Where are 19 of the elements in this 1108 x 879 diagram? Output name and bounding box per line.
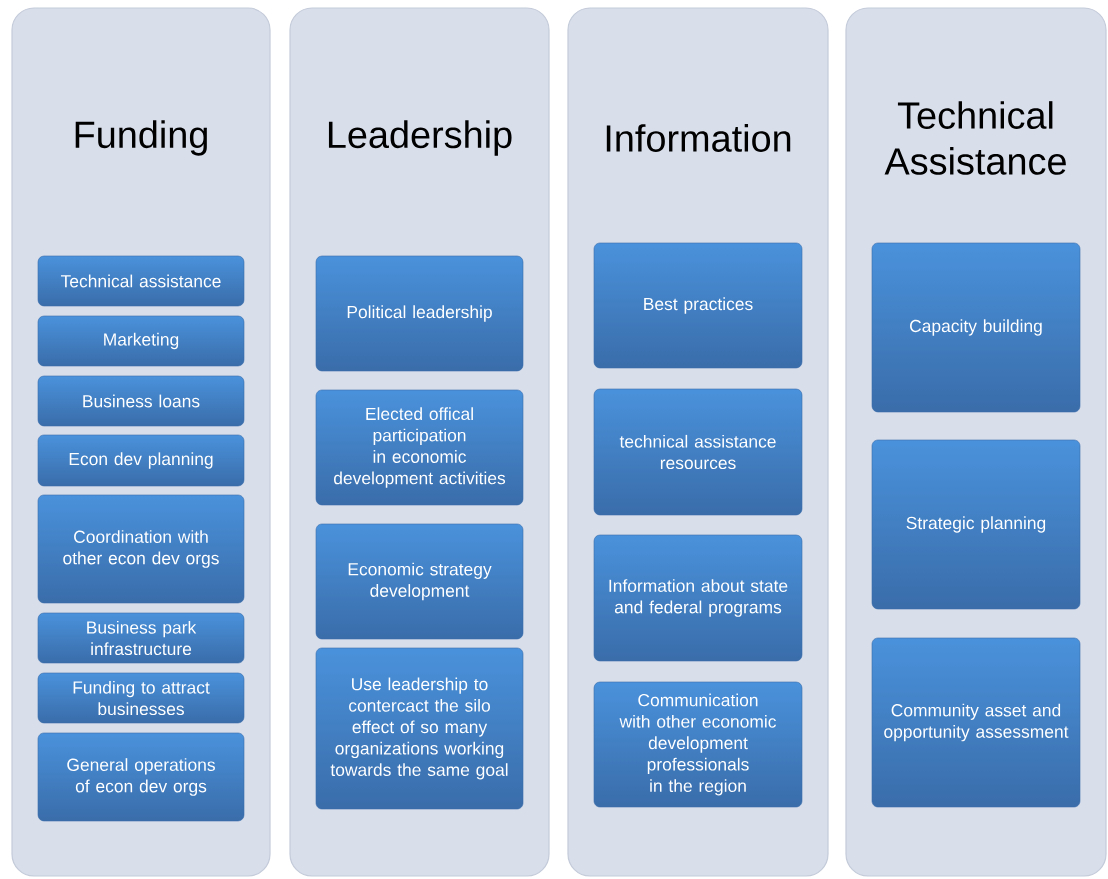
item-box: Technical assistance <box>37 255 245 307</box>
item-box: Funding to attract businesses <box>37 672 245 724</box>
item-box: technical assistance resources <box>593 388 803 516</box>
item-box: Business loans <box>37 375 245 427</box>
item-box: Best practices <box>593 242 803 369</box>
item-box: Business park infrastructure <box>37 612 245 664</box>
item-box: General operations of econ dev orgs <box>37 732 245 822</box>
item-box: Political leadership <box>315 255 524 372</box>
item-box: Information about state and federal programs <box>593 534 803 662</box>
item-box: Use leadership to contercact the silo effect of so many organizations working towards the same goal <box>315 647 524 810</box>
item-box: Marketing <box>37 315 245 367</box>
item-box: Capacity building <box>871 242 1081 413</box>
item-box: Econ dev planning <box>37 434 245 487</box>
item-box: Economic strategy development <box>315 523 524 640</box>
item-box: Elected offical participation in economic development activities <box>315 389 524 506</box>
item-box: Coordination with other econ dev orgs <box>37 494 245 604</box>
item-box: Communication with other economic development professionals in the region <box>593 681 803 808</box>
item-box: Strategic planning <box>871 439 1081 610</box>
item-box: Community asset and opportunity assessment <box>871 637 1081 808</box>
